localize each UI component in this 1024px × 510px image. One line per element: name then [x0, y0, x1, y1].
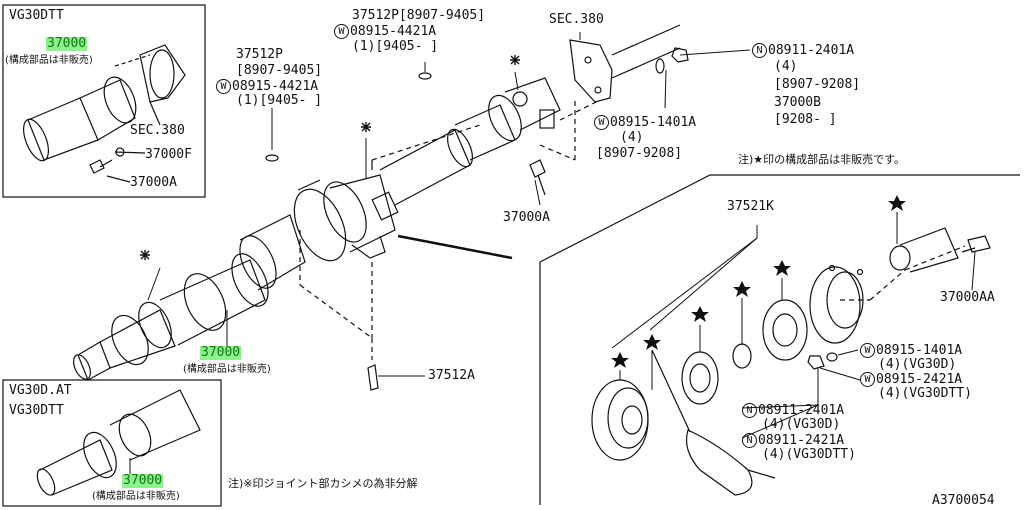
main-shaft-front	[73, 214, 306, 381]
center-bearing	[293, 160, 399, 262]
label-37512p-left-range: [8907-9405]	[236, 63, 323, 78]
label-sec380[interactable]: SEC.380	[549, 12, 604, 27]
label-w-left-number: 08915-4421A	[232, 79, 319, 94]
washer-symbol: W	[860, 372, 875, 387]
washer-symbol: W	[860, 343, 875, 358]
label-37000aa[interactable]: 37000AA	[940, 290, 995, 305]
label-w-mid-qty: (4)	[620, 130, 644, 145]
label-n1-number: 08911-2401A	[758, 403, 845, 418]
markers	[611, 195, 906, 368]
label-n-top-range: [8907-9208]	[774, 77, 861, 92]
inset-top-shaft	[22, 44, 186, 183]
label-w1-sub: (4)(VG30D)	[878, 357, 957, 372]
label-n2-sub: (4)(VG30DTT)	[762, 447, 856, 462]
label-n2-number: 08911-2421A	[758, 433, 845, 448]
label-w2-number: 08915-2421A	[876, 372, 963, 387]
inset-top-sec-label: SEC.380	[130, 123, 185, 138]
detail-frame-top	[539, 174, 1020, 263]
washer-symbol: W	[594, 115, 609, 130]
label-w2-sub: (4)(VG30DTT)	[878, 386, 972, 401]
label-w-top-number: 08915-4421A	[350, 24, 437, 39]
fasteners	[265, 47, 991, 391]
label-n1-sub: (4)(VG30D)	[762, 417, 841, 432]
label-37000-main-note: (構成部品は非販売)	[183, 364, 271, 375]
label-37000a[interactable]: 37000A	[503, 210, 550, 225]
inset-bottom-part-number[interactable]: 37000	[122, 473, 164, 488]
inset-top-note: (構成部品は非販売)	[5, 55, 93, 66]
inset-bottom-shaft	[36, 389, 201, 496]
nut-symbol: N	[742, 403, 757, 418]
inset-bottom-title-2: VG30DTT	[9, 403, 64, 418]
label-37000b-range: [9208- ]	[774, 112, 837, 127]
label-w-left-range: (1)[9405- ]	[236, 93, 323, 108]
detail-arrow	[397, 234, 513, 260]
label-37000b[interactable]: 37000B	[774, 95, 821, 110]
inset-top-37000a-label[interactable]: 37000A	[130, 175, 177, 190]
label-37521k[interactable]: 37521K	[727, 199, 774, 214]
label-37512p-left[interactable]: 37512P	[236, 47, 283, 62]
leader-lines	[129, 32, 976, 480]
inset-top-frame	[2, 4, 206, 198]
label-w-top-range: (1)[9405- ]	[352, 39, 439, 54]
washer-symbol: W	[216, 79, 231, 94]
inset-bottom-title-1: VG30D.AT	[9, 383, 72, 398]
label-w-mid-number: 08915-1401A	[610, 115, 697, 130]
inset-top-part-number[interactable]: 37000	[46, 36, 88, 51]
phantom-lines	[299, 99, 966, 360]
nut-symbol: N	[752, 43, 767, 58]
main-shaft-rear	[379, 24, 681, 206]
inset-bottom-note: (構成部品は非販売)	[92, 491, 180, 502]
label-37512a[interactable]: 37512A	[428, 368, 475, 383]
label-n-top-number: 08911-2401A	[768, 43, 855, 58]
label-w-mid-range: [8907-9208]	[596, 146, 683, 161]
nut-symbol: N	[742, 433, 757, 448]
label-n-top-qty: (4)	[774, 59, 798, 74]
label-37512p-top[interactable]: 37512P[8907-9405]	[352, 8, 486, 23]
detail-note: 注)★印の構成部品は非販売です。	[738, 153, 906, 166]
figure-code: A3700054	[932, 493, 995, 508]
washer-symbol: W	[334, 24, 349, 39]
label-w1-number: 08915-1401A	[876, 343, 963, 358]
label-37000-main[interactable]: 37000	[200, 345, 242, 360]
inset-top-37000f-label[interactable]: 37000F	[145, 147, 192, 162]
bottom-note: 注)※印ジョイント部カシメの為非分解	[228, 477, 418, 490]
inset-bottom-frame	[2, 379, 222, 507]
hash-markers	[140, 55, 520, 260]
inset-top-title: VG30DTT	[9, 8, 64, 23]
